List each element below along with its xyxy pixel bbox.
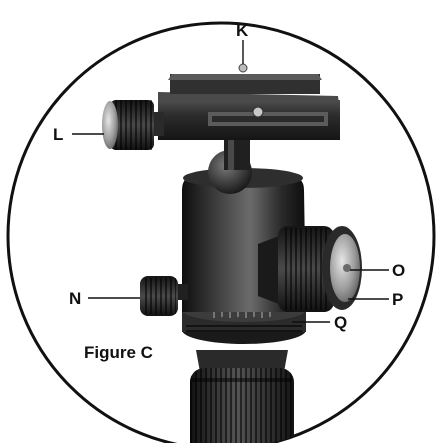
callout-l: L: [53, 125, 63, 144]
callout-q: Q: [334, 313, 347, 332]
clamp-knob: [102, 100, 164, 150]
pan-lock-knob: [140, 276, 188, 316]
callout-n: N: [69, 289, 81, 308]
scale-ticks: [213, 311, 271, 318]
callout-o: O: [392, 261, 405, 280]
callout-p: P: [392, 290, 403, 309]
quick-release-clamp: [158, 63, 340, 140]
figure-caption: Figure C: [84, 343, 153, 362]
callout-k: K: [236, 21, 249, 40]
tripod-grip: [190, 350, 294, 443]
leader-lines: [72, 40, 389, 323]
mounting-screw: [238, 63, 248, 73]
plate-screw: [252, 106, 264, 118]
main-lock-knob: [258, 226, 362, 312]
